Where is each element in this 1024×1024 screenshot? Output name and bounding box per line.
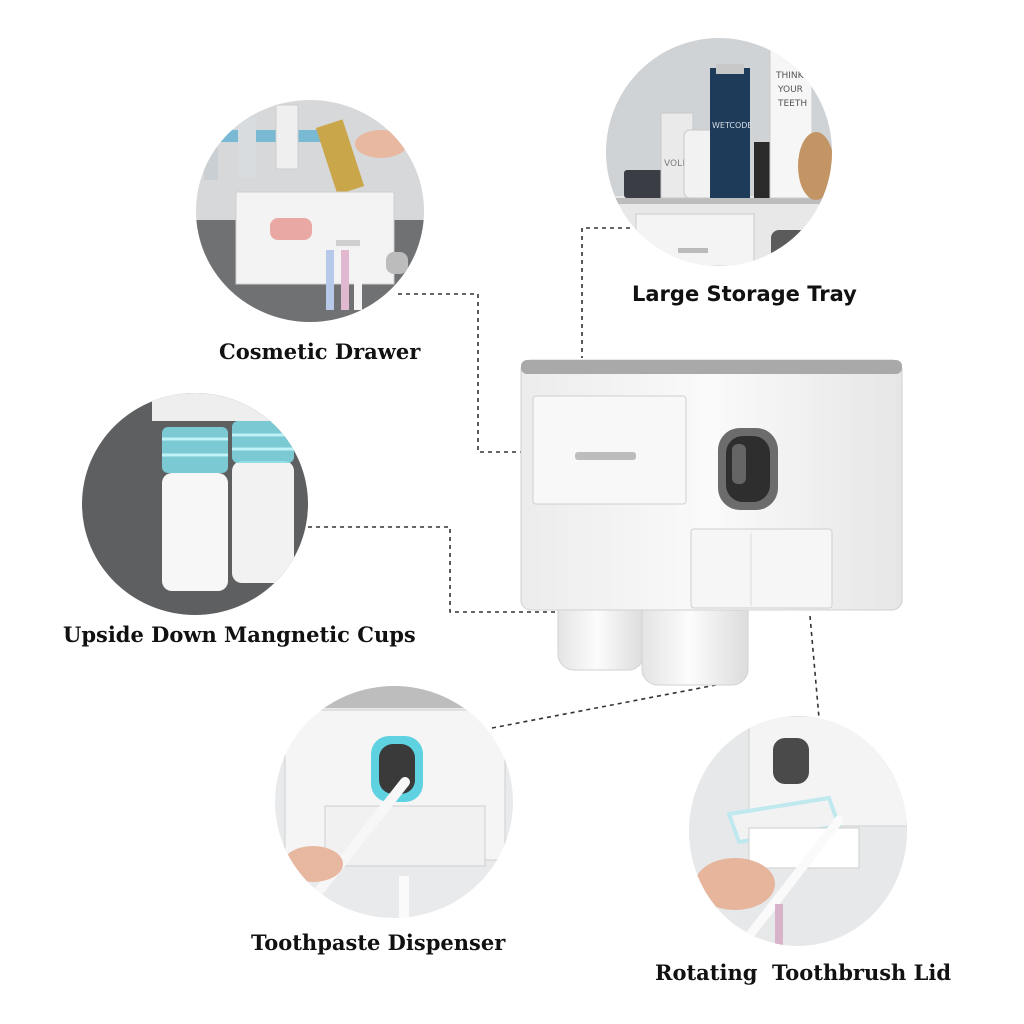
jar-brand-text: VOLI <box>664 159 685 169</box>
cosmetic-drawer-detail-photo <box>196 100 424 322</box>
bottle-brand-text: WETCODE <box>712 121 752 130</box>
unit-top-band <box>521 360 902 374</box>
magnetic-cups-detail-photo <box>82 393 308 615</box>
label-large-storage-tray: Large Storage Tray <box>632 282 857 306</box>
rotating-lid-compartment <box>690 528 833 609</box>
label-magnetic-cups: Upside Down Mangnetic Cups <box>63 622 416 647</box>
toothpaste-dispenser-detail-photo <box>275 686 513 918</box>
drawer-handle <box>575 452 636 460</box>
cosmetic-drawer-front <box>532 395 687 505</box>
rotating-lid-detail-photo <box>689 716 907 946</box>
label-toothpaste-dispenser: Toothpaste Dispenser <box>251 930 506 955</box>
label-cosmetic-drawer: Cosmetic Drawer <box>219 339 421 364</box>
label-rotating-lid: Rotating Toothbrush Lid <box>655 960 952 985</box>
